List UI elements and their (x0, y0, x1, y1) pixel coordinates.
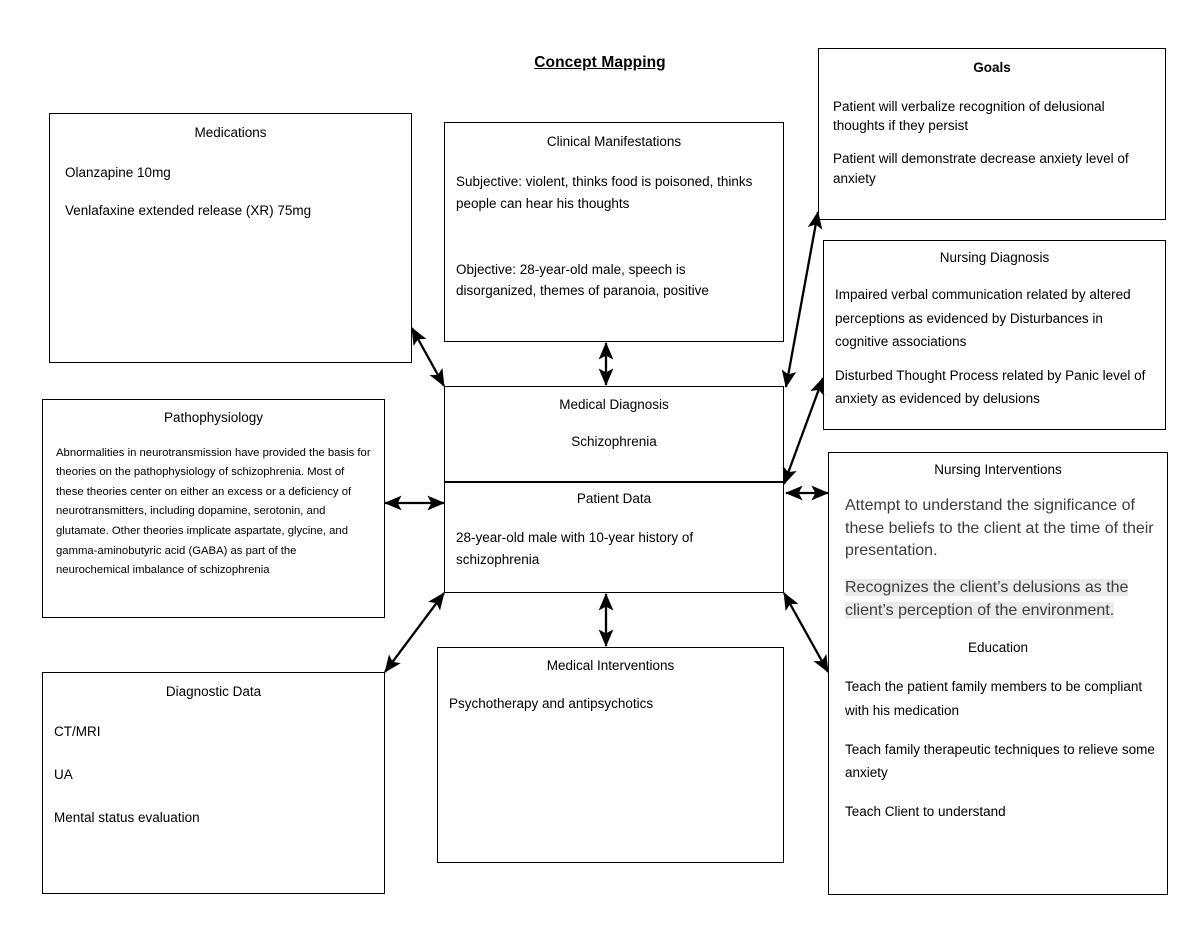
node-patient-data-body: 28-year-old male with 10-year history of… (456, 529, 694, 567)
node-medications-title: Medications (194, 125, 267, 140)
node-clinical-manifestations-body: Subjective: violent, thinks food is pois… (456, 171, 768, 302)
node-medical-diagnosis[interactable]: Medical Diagnosis Schizophrenia (444, 386, 784, 482)
nursing-intervention-item-highlighted: Recognizes the client’s delusions as the… (845, 577, 1155, 622)
node-medical-interventions-body: Psychotherapy and antipsychotics (449, 695, 654, 711)
page-title: Concept Mapping (534, 54, 666, 71)
node-medical-diagnosis-title: Medical Diagnosis (559, 397, 669, 412)
nursing-diagnosis-item: Disturbed Thought Process related by Pan… (835, 367, 1146, 407)
node-clinical-manifestations[interactable]: Clinical Manifestations Subjective: viol… (444, 122, 784, 342)
node-diagnostic-data-body: CT/MRI UA Mental status evaluation (54, 721, 384, 829)
node-goals-body: Patient will verbalize recognition of de… (833, 97, 1151, 188)
education-body: Teach the patient family members to be c… (845, 675, 1155, 823)
connector-medical-diagnosis-to-goals (781, 211, 823, 388)
connector-diagnostic-data-to-patient-data (384, 592, 445, 673)
node-pathophysiology-body: Abnormalities in neurotransmission have … (56, 446, 371, 577)
medication-item: Venlafaxine extended release (XR) 75mg (65, 202, 312, 218)
node-pathophysiology-title: Pathophysiology (163, 410, 264, 425)
node-nursing-diagnosis-title: Nursing Diagnosis (939, 250, 1050, 265)
connector-medical-diagnosis-to-nursing-diagnosis (782, 377, 825, 485)
education-item: Teach Client to understand (845, 804, 1006, 820)
node-nursing-interventions[interactable]: Nursing Interventions Attempt to underst… (828, 452, 1168, 895)
node-clinical-manifestations-title: Clinical Manifestations (546, 134, 682, 149)
education-item: Teach the patient family members to be c… (845, 679, 1143, 718)
connector-medications-to-medical-diagnosis (410, 327, 446, 387)
nursing-diagnosis-item: Impaired verbal communication related by… (835, 286, 1131, 350)
medication-item: Olanzapine 10mg (65, 164, 171, 180)
node-diagnostic-data-title: Diagnostic Data (165, 684, 262, 699)
clinical-objective: Objective: 28-year-old male, speech is d… (456, 261, 709, 299)
clinical-subjective: Subjective: violent, thinks food is pois… (456, 173, 753, 211)
node-patient-data-title: Patient Data (576, 491, 652, 506)
education-item: Teach family therapeutic techniques to r… (845, 741, 1155, 781)
node-goals-title: Goals (973, 60, 1011, 75)
node-nursing-diagnosis-body: Impaired verbal communication related by… (835, 283, 1153, 411)
node-medical-diagnosis-value: Schizophrenia (571, 433, 657, 449)
connector-patient-data-to-nursing-interventions-lower (782, 592, 830, 673)
node-patient-data[interactable]: Patient Data 28-year-old male with 10-ye… (444, 482, 784, 593)
node-goals[interactable]: Goals Patient will verbalize recognition… (818, 48, 1166, 220)
diagnostic-item: CT/MRI (54, 723, 101, 739)
highlighted-text: Recognizes the client’s delusions as the… (845, 579, 1129, 619)
node-nursing-diagnosis[interactable]: Nursing Diagnosis Impaired verbal commun… (823, 240, 1166, 430)
goal-item: Patient will verbalize recognition of de… (833, 98, 1105, 134)
node-medications[interactable]: Medications Olanzapine 10mg Venlafaxine … (49, 113, 412, 363)
education-title: Education (967, 640, 1029, 656)
node-medical-interventions-title: Medical Interventions (546, 658, 675, 673)
node-nursing-interventions-body: Attempt to understand the significance o… (845, 495, 1155, 623)
node-medications-body: Olanzapine 10mg Venlafaxine extended rel… (65, 162, 411, 222)
node-pathophysiology[interactable]: Pathophysiology Abnormalities in neurotr… (42, 399, 385, 618)
node-diagnostic-data[interactable]: Diagnostic Data CT/MRI UA Mental status … (42, 672, 385, 894)
diagnostic-item: UA (54, 766, 73, 782)
nursing-intervention-item: Attempt to understand the significance o… (845, 496, 1154, 560)
goal-item: Patient will demonstrate decrease anxiet… (833, 151, 1129, 186)
node-nursing-interventions-title: Nursing Interventions (934, 462, 1062, 477)
node-medical-interventions[interactable]: Medical Interventions Psychotherapy and … (437, 647, 784, 863)
diagnostic-item: Mental status evaluation (54, 809, 200, 825)
